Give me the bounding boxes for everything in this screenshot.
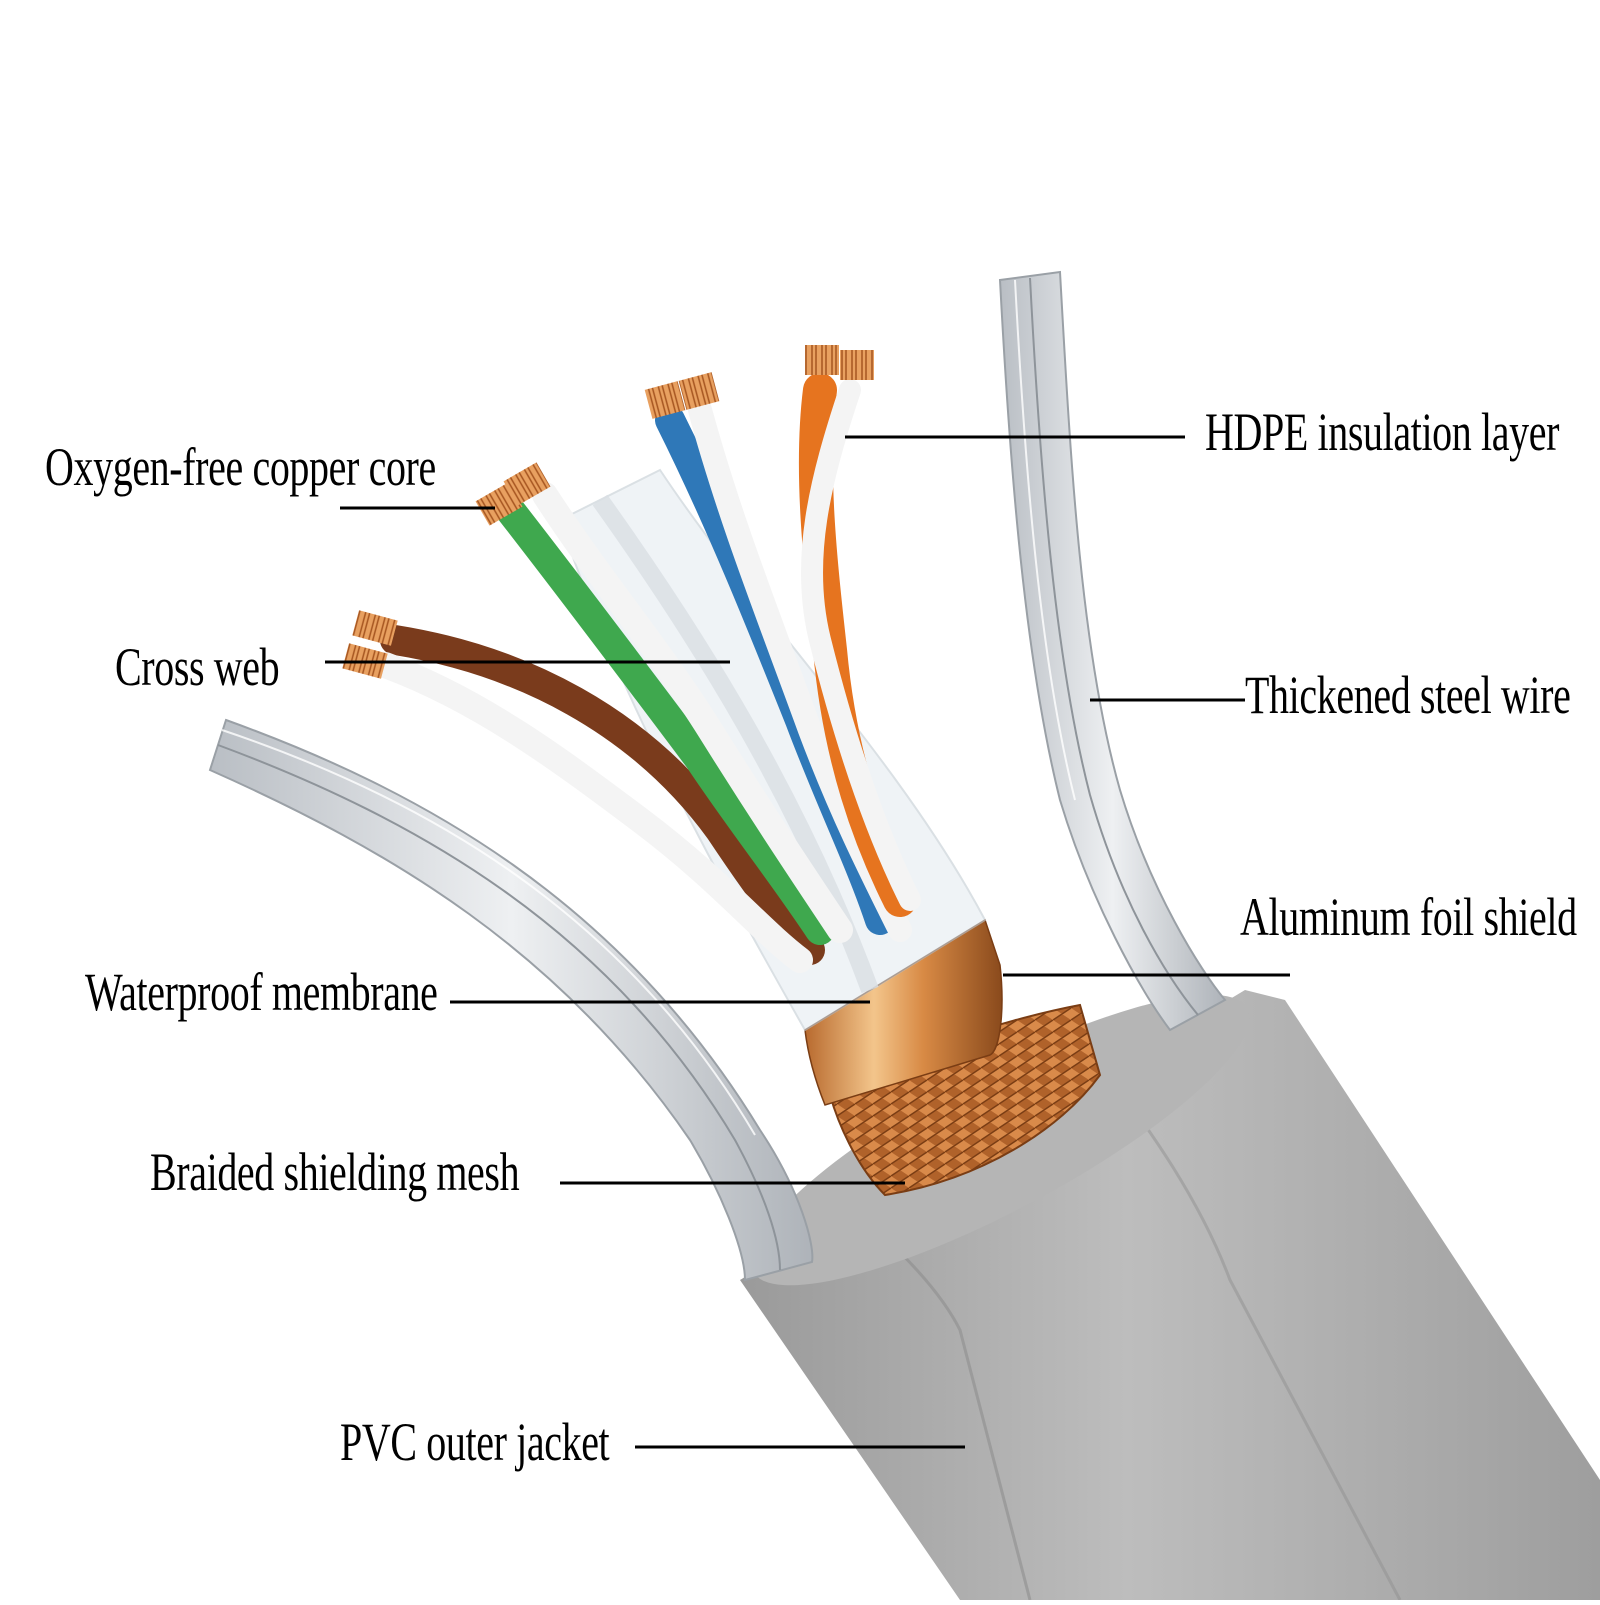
label-cross-web: Cross web: [115, 637, 280, 697]
label-foil-shield: Aluminum foil shield: [1240, 887, 1577, 947]
steel-wire-right: [998, 270, 1227, 1032]
foil-shield: [804, 918, 1003, 1106]
label-pvc-jacket: PVC outer jacket: [340, 1412, 610, 1472]
label-waterproof-membrane: Waterproof membrane: [85, 962, 438, 1022]
pair-green: [475, 462, 853, 945]
pair-orange: [798, 345, 921, 917]
label-copper-core: Oxygen-free copper core: [45, 437, 436, 497]
steel-wire-left: [208, 718, 814, 1282]
pair-brown: [342, 610, 825, 973]
label-hdpe-layer: HDPE insulation layer: [1205, 402, 1560, 462]
label-braided-mesh: Braided shielding mesh: [150, 1142, 520, 1202]
label-steel-wire: Thickened steel wire: [1245, 665, 1571, 725]
